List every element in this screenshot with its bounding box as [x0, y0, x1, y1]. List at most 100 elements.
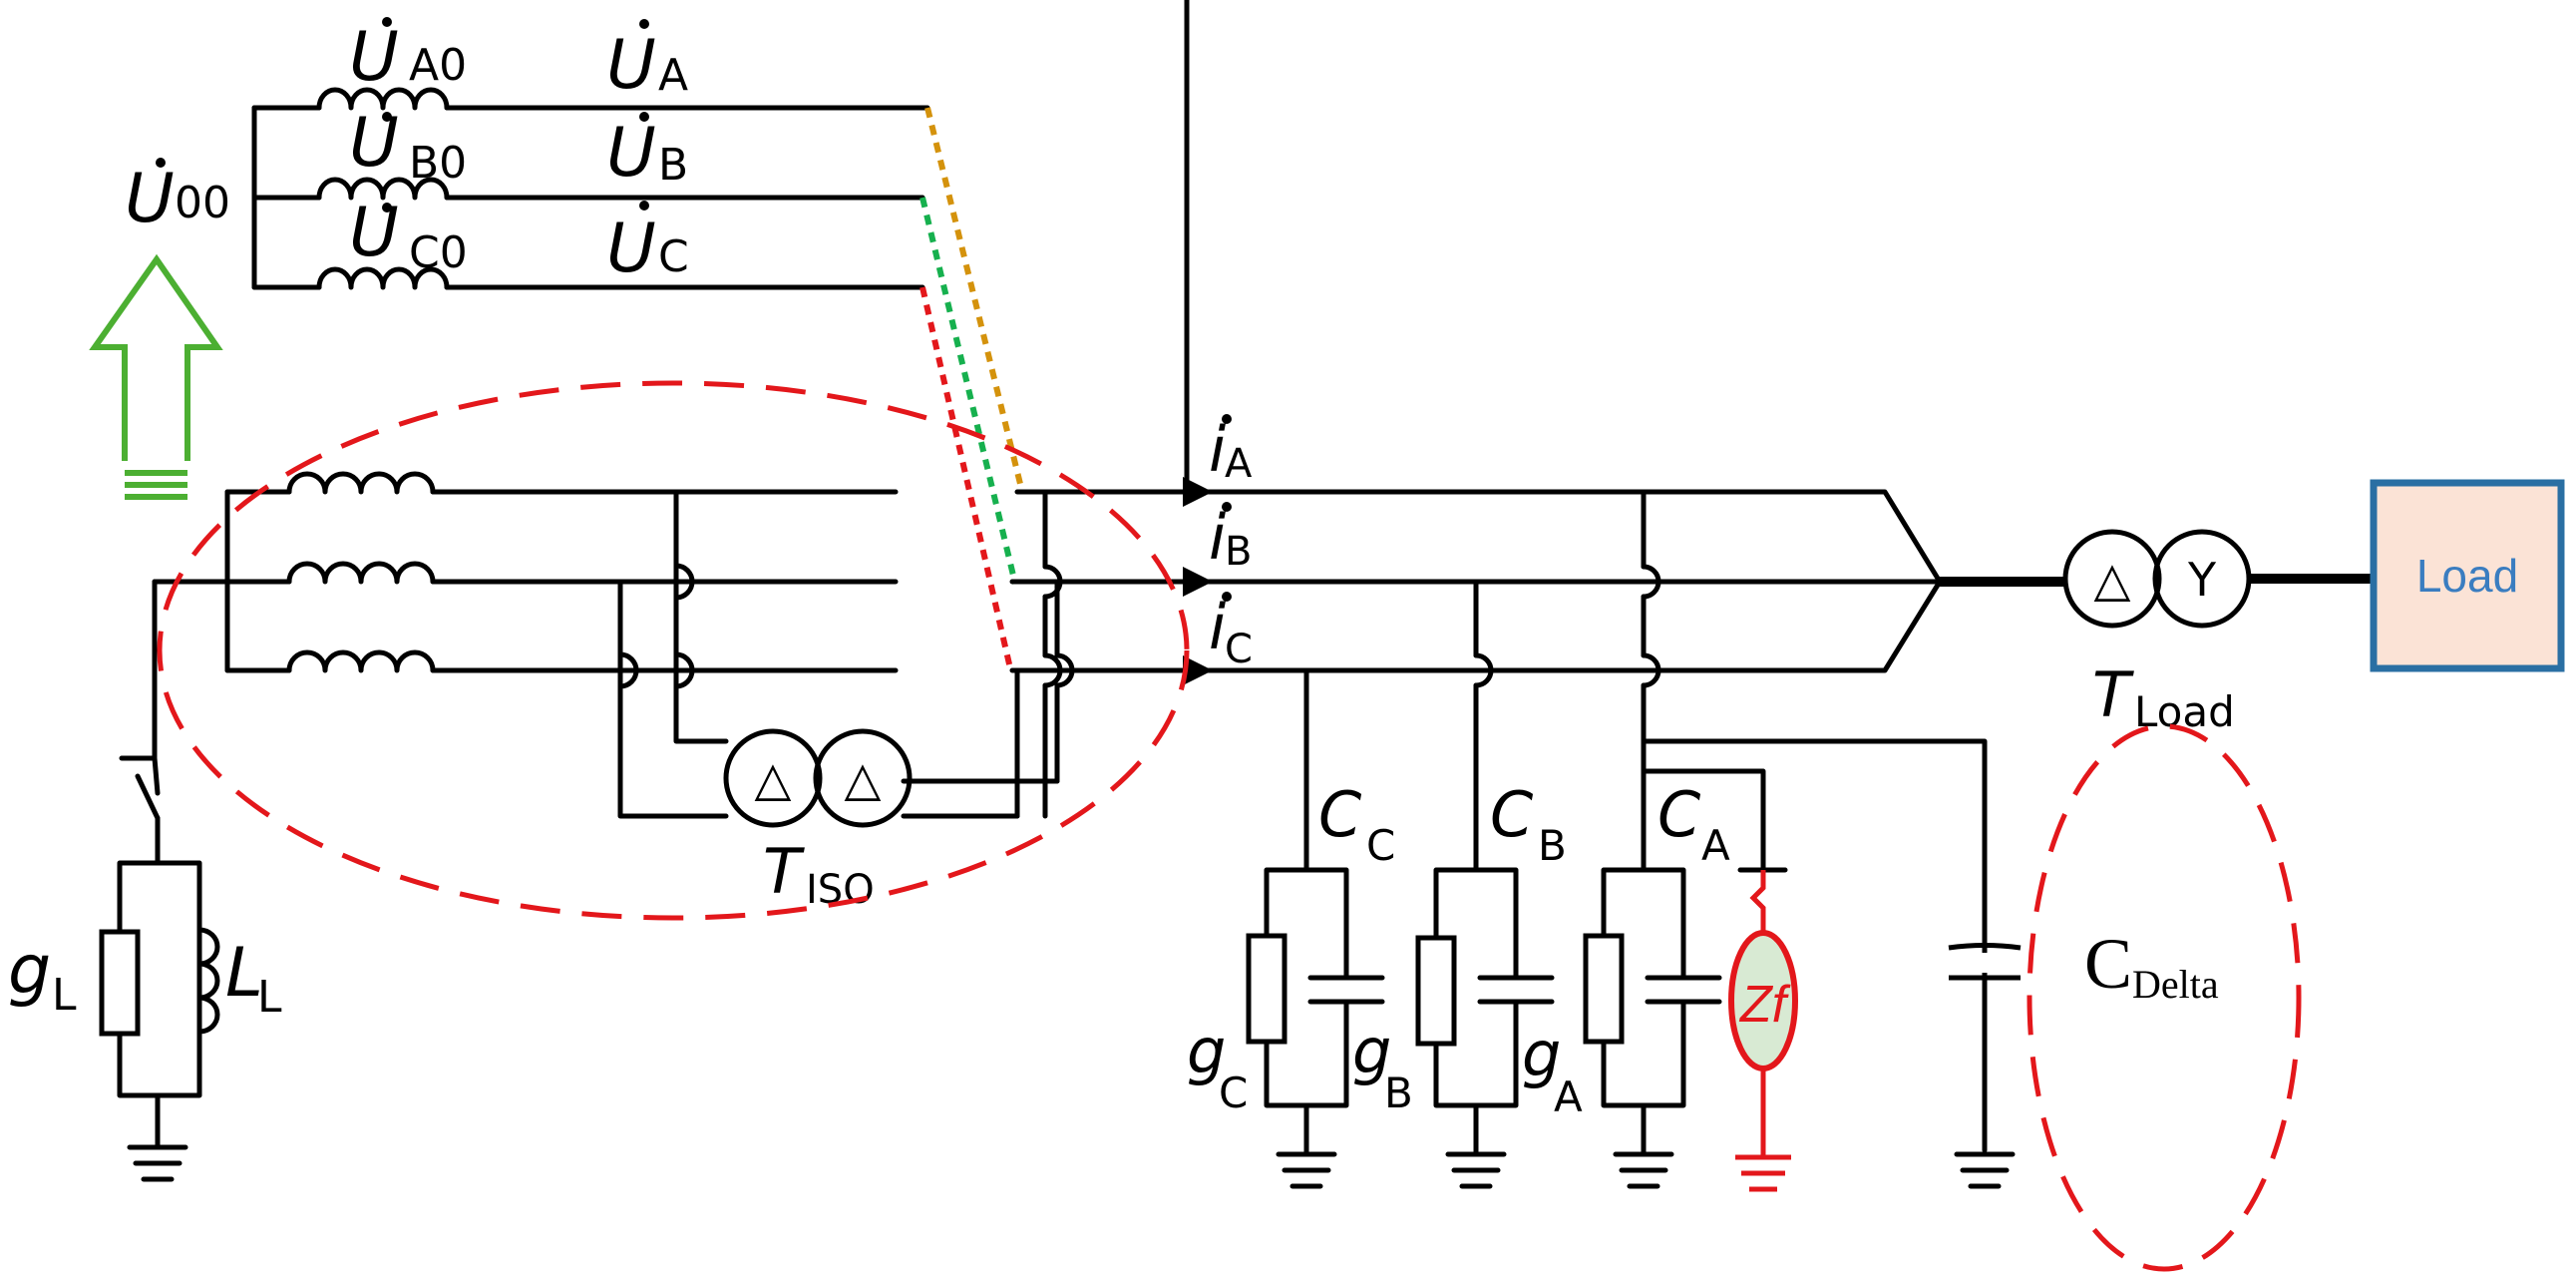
switch-icon [119, 755, 161, 821]
shunt-phase-c [1246, 867, 1385, 1189]
wye-icon: Y [2187, 553, 2217, 607]
phase-b-dash [920, 197, 1018, 585]
inductor-coil-icon [316, 266, 450, 290]
svg-text:g: g [1352, 1015, 1391, 1087]
label-ua0: U A0 [349, 17, 467, 97]
label-uc: U C [606, 201, 689, 288]
label-ub: U B [606, 112, 688, 193]
svg-text:U: U [606, 26, 656, 105]
svg-text:A: A [1554, 1072, 1583, 1121]
t-load: △ Y T Load [1940, 529, 2374, 736]
svg-text:C: C [1318, 778, 1362, 851]
svg-text:L: L [52, 970, 77, 1021]
svg-text:C: C [1225, 627, 1253, 672]
svg-text:A: A [658, 50, 688, 101]
svg-text:i: i [1209, 591, 1226, 663]
svg-text:C: C [2084, 924, 2132, 1004]
isolation-region-dash [157, 380, 1190, 921]
delta-triangle-icon: △ [845, 751, 882, 807]
svg-text:T: T [763, 835, 805, 908]
label-ia: i A [1209, 413, 1253, 487]
label-ib: i B [1209, 501, 1252, 575]
fault-label: Zf [1738, 976, 1791, 1034]
resistor-icon [1246, 933, 1288, 1045]
svg-text:L: L [257, 972, 282, 1023]
phase-a-dash [924, 107, 1025, 493]
svg-text:ISO: ISO [806, 867, 875, 913]
capacitor-icon [1948, 943, 2022, 981]
resistor-icon [1583, 933, 1625, 1045]
svg-text:B: B [1384, 1069, 1413, 1117]
label-ua: U A [606, 19, 688, 105]
label-u00: U 00 [125, 158, 230, 238]
u00-symbol: U [125, 160, 175, 238]
delta-capacitor: C Delta [1948, 924, 2219, 1189]
shunt-phase-b [1415, 867, 1555, 1189]
grounding-branch: g L L L [8, 579, 282, 1182]
dot-accent [156, 158, 166, 168]
svg-text:Delta: Delta [2132, 962, 2219, 1007]
u00-sub: 00 [175, 178, 230, 228]
ground-icon [1276, 1151, 1337, 1189]
svg-text:C: C [1366, 821, 1395, 870]
fault-branch: Zf [1728, 870, 1798, 1192]
t-iso-transformer: △ △ T ISO [723, 728, 913, 913]
system-source [152, 471, 899, 673]
label-uc0: U C0 [349, 194, 468, 278]
svg-text:A: A [1701, 821, 1730, 870]
ground-icon [1445, 1151, 1507, 1189]
svg-text:B: B [1225, 529, 1252, 575]
svg-text:U: U [606, 114, 656, 193]
delta-region-dash [2026, 723, 2302, 1272]
svg-text:C: C [1657, 778, 1701, 851]
ground-icon [1735, 1154, 1791, 1192]
svg-text:g: g [8, 931, 51, 1010]
load-box: Load [2370, 479, 2565, 672]
svg-text:C: C [1219, 1069, 1248, 1117]
delta-triangle-icon: △ [755, 751, 792, 807]
inductor-coil-icon [286, 561, 436, 585]
inductor-coil-icon [286, 471, 436, 495]
svg-text:U: U [606, 210, 656, 288]
svg-text:A0: A0 [409, 40, 467, 91]
delta-triangle-icon: △ [2094, 552, 2131, 608]
resistor-icon [1415, 935, 1457, 1047]
t-iso-wiring [617, 489, 1060, 819]
svg-text:U: U [349, 18, 399, 97]
svg-text:C: C [658, 231, 689, 282]
resistor-icon [99, 929, 141, 1037]
capacitor-icon [1307, 975, 1385, 1005]
shunt-taps [1303, 489, 1988, 956]
load-label: Load [2416, 550, 2518, 602]
svg-text:i: i [1209, 501, 1226, 574]
equivalent-source [251, 87, 930, 290]
svg-text:C: C [1490, 778, 1534, 851]
shunt-phase-a [1583, 867, 1722, 1189]
hollow-up-arrow-icon [89, 253, 223, 500]
ground-icon [127, 1144, 188, 1182]
ground-icon [1613, 1151, 1674, 1189]
svg-text:B: B [658, 140, 688, 191]
svg-text:i: i [1209, 413, 1226, 486]
svg-text:B: B [1538, 821, 1567, 870]
inductor-coil-icon [316, 177, 450, 201]
label-ic: i C [1209, 591, 1253, 672]
svg-text:L: L [225, 934, 263, 1013]
shunt-labels: C C C B C A g C g B g A [1187, 778, 1730, 1121]
phase-c-dash [920, 286, 1013, 669]
capacitor-icon [1477, 975, 1555, 1005]
capacitor-icon [1645, 975, 1722, 1005]
svg-text:C0: C0 [409, 227, 468, 278]
inductor-coil-icon [286, 649, 436, 673]
svg-text:g: g [1187, 1015, 1226, 1087]
svg-text:T: T [2092, 658, 2134, 731]
svg-text:B0: B0 [409, 138, 467, 189]
svg-text:A: A [1225, 441, 1253, 487]
svg-text:g: g [1522, 1018, 1561, 1090]
label-ub0: U B0 [349, 104, 467, 189]
inductor-coil-icon [316, 87, 450, 111]
ground-icon [1954, 1151, 2016, 1189]
inductor-coil-icon [196, 927, 220, 1035]
phase-crossings-left [617, 563, 695, 689]
